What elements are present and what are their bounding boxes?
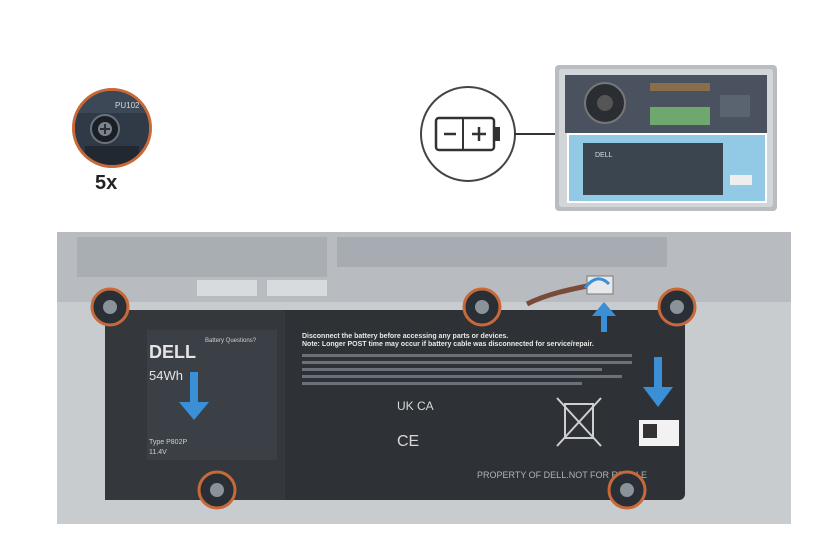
battery-symbol-callout — [420, 86, 516, 182]
battery-brand: DELL — [149, 342, 196, 362]
down-arrow-icon-right — [643, 357, 673, 407]
down-arrow-icon-left — [179, 372, 209, 420]
zoom-label: PU102 — [115, 101, 140, 110]
screw-4 — [197, 470, 237, 510]
screw-quantity: 5x — [95, 172, 118, 194]
ukca-mark: UK CA — [397, 399, 434, 413]
battery-voltage: 11.4V — [149, 449, 167, 456]
screw-5 — [607, 470, 647, 510]
svg-text:DELL: DELL — [595, 152, 613, 159]
ce-mark: CE — [397, 433, 419, 450]
screw-2 — [462, 287, 502, 327]
battery-footer-text: PROPERTY OF DELL.NOT FOR RESALE — [477, 470, 647, 480]
battery-removal-diagram: DELL 54Wh Battery Questions? Type P802P … — [57, 232, 791, 524]
battery-icon — [434, 116, 500, 152]
battery-model: Type P802P — [149, 439, 187, 446]
battery-capacity: 54Wh — [149, 368, 183, 383]
battery-warning-1: Disconnect the battery before accessing … — [302, 333, 508, 340]
laptop-overview-thumbnail: DELL — [555, 65, 777, 211]
battery-questions: Battery Questions? — [205, 338, 257, 344]
screw-1 — [90, 287, 130, 327]
screw-3 — [657, 287, 697, 327]
curved-arrow-icon — [583, 277, 611, 289]
weee-bin-icon — [556, 397, 602, 447]
battery-warning-2: Note: Longer POST time may occur if batt… — [302, 341, 594, 348]
screw-closeup-icon: PU102 — [75, 91, 149, 165]
callout-leader-line — [514, 133, 566, 135]
up-arrow-icon — [592, 302, 616, 332]
screw-zoom-callout: PU102 — [72, 88, 152, 168]
